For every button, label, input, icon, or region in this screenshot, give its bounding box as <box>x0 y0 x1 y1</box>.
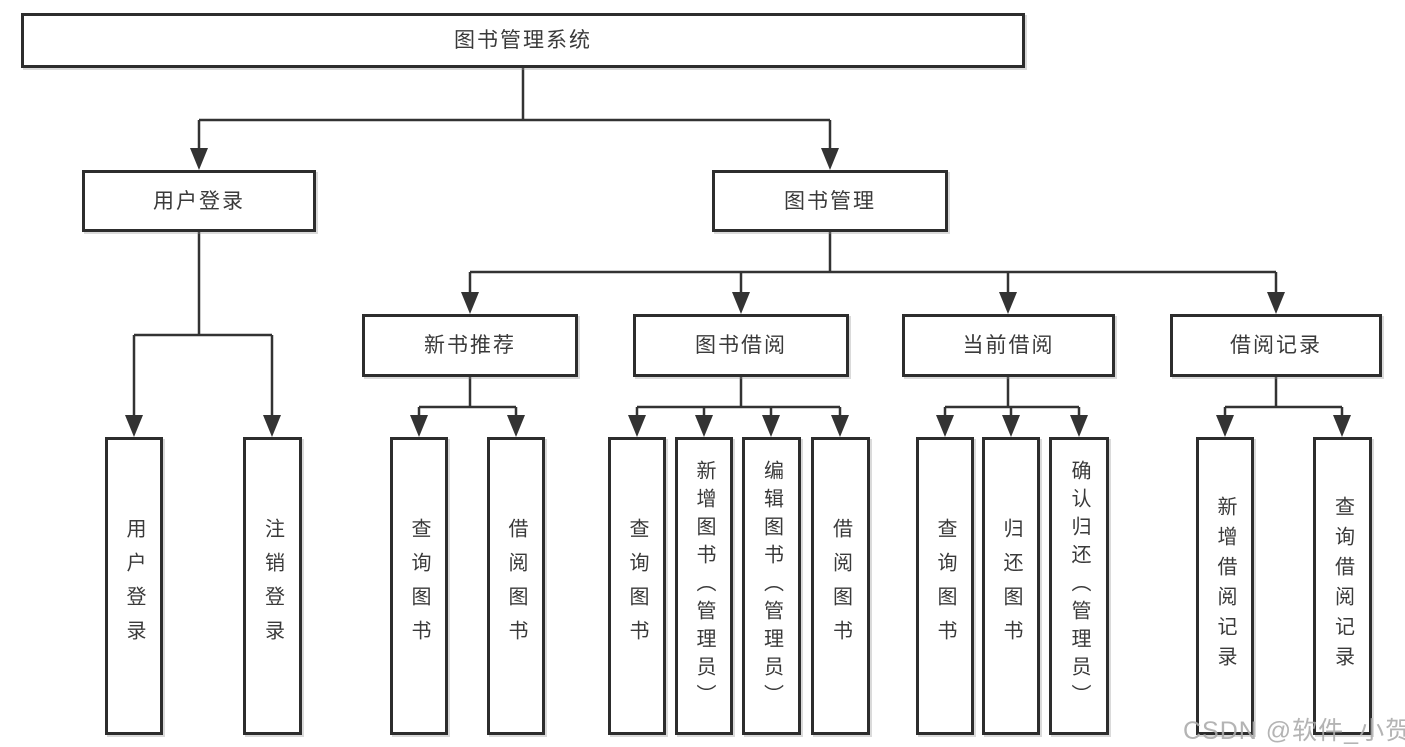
leaf-borrow-books-recommend: 借阅图书 <box>487 437 545 735</box>
leaf-add-borrow-record: 新增借阅记录 <box>1196 437 1254 735</box>
leaf-logout: 注销登录 <box>243 437 302 735</box>
node-label: 新书推荐 <box>424 334 516 357</box>
leaf-label: 借阅图书 <box>505 518 527 654</box>
watermark: CSDN @软件_小贺同学 <box>1183 717 1405 745</box>
node-borrowing-records: 借阅记录 <box>1170 314 1382 377</box>
leaf-label: 确认归还（管理员） <box>1068 460 1090 712</box>
leaf-return-books: 归还图书 <box>982 437 1040 735</box>
leaf-label: 新增借阅记录 <box>1214 496 1236 676</box>
leaf-label: 查询图书 <box>934 518 956 654</box>
leaf-label: 查询图书 <box>626 518 648 654</box>
leaf-user-login: 用户登录 <box>105 437 163 735</box>
leaf-label: 编辑图书（管理员） <box>760 460 783 712</box>
node-label: 图书借阅 <box>695 334 787 357</box>
leaf-query-books-recommend: 查询图书 <box>390 437 448 735</box>
leaf-query-books-current: 查询图书 <box>916 437 974 735</box>
node-label: 图书管理 <box>784 189 876 213</box>
node-library-management-system: 图书管理系统 <box>21 13 1025 68</box>
leaf-confirm-return-admin: 确认归还（管理员） <box>1049 437 1109 735</box>
leaf-label: 新增图书（管理员） <box>693 460 715 712</box>
leaf-query-books-borrow: 查询图书 <box>608 437 666 735</box>
node-new-book-recommendation: 新书推荐 <box>362 314 578 377</box>
leaf-label: 查询借阅记录 <box>1331 496 1354 676</box>
leaf-query-borrow-record: 查询借阅记录 <box>1313 437 1372 735</box>
leaf-label: 借阅图书 <box>829 518 852 654</box>
node-book-management: 图书管理 <box>712 170 948 232</box>
node-label: 用户登录 <box>153 189 245 213</box>
leaf-label: 注销登录 <box>261 518 284 654</box>
node-label: 图书管理系统 <box>454 29 592 52</box>
node-user-login: 用户登录 <box>82 170 316 232</box>
node-label: 当前借阅 <box>962 334 1055 357</box>
node-current-borrowing: 当前借阅 <box>902 314 1115 377</box>
arrowheads <box>125 148 1351 437</box>
leaf-borrow-books: 借阅图书 <box>811 437 870 735</box>
node-label: 借阅记录 <box>1230 334 1322 357</box>
leaf-label: 查询图书 <box>408 518 430 654</box>
leaf-add-books-admin: 新增图书（管理员） <box>675 437 733 735</box>
leaf-edit-books-admin: 编辑图书（管理员） <box>742 437 801 735</box>
node-book-borrowing: 图书借阅 <box>633 314 849 377</box>
leaf-label: 用户登录 <box>123 518 145 654</box>
leaf-label: 归还图书 <box>1000 518 1022 654</box>
